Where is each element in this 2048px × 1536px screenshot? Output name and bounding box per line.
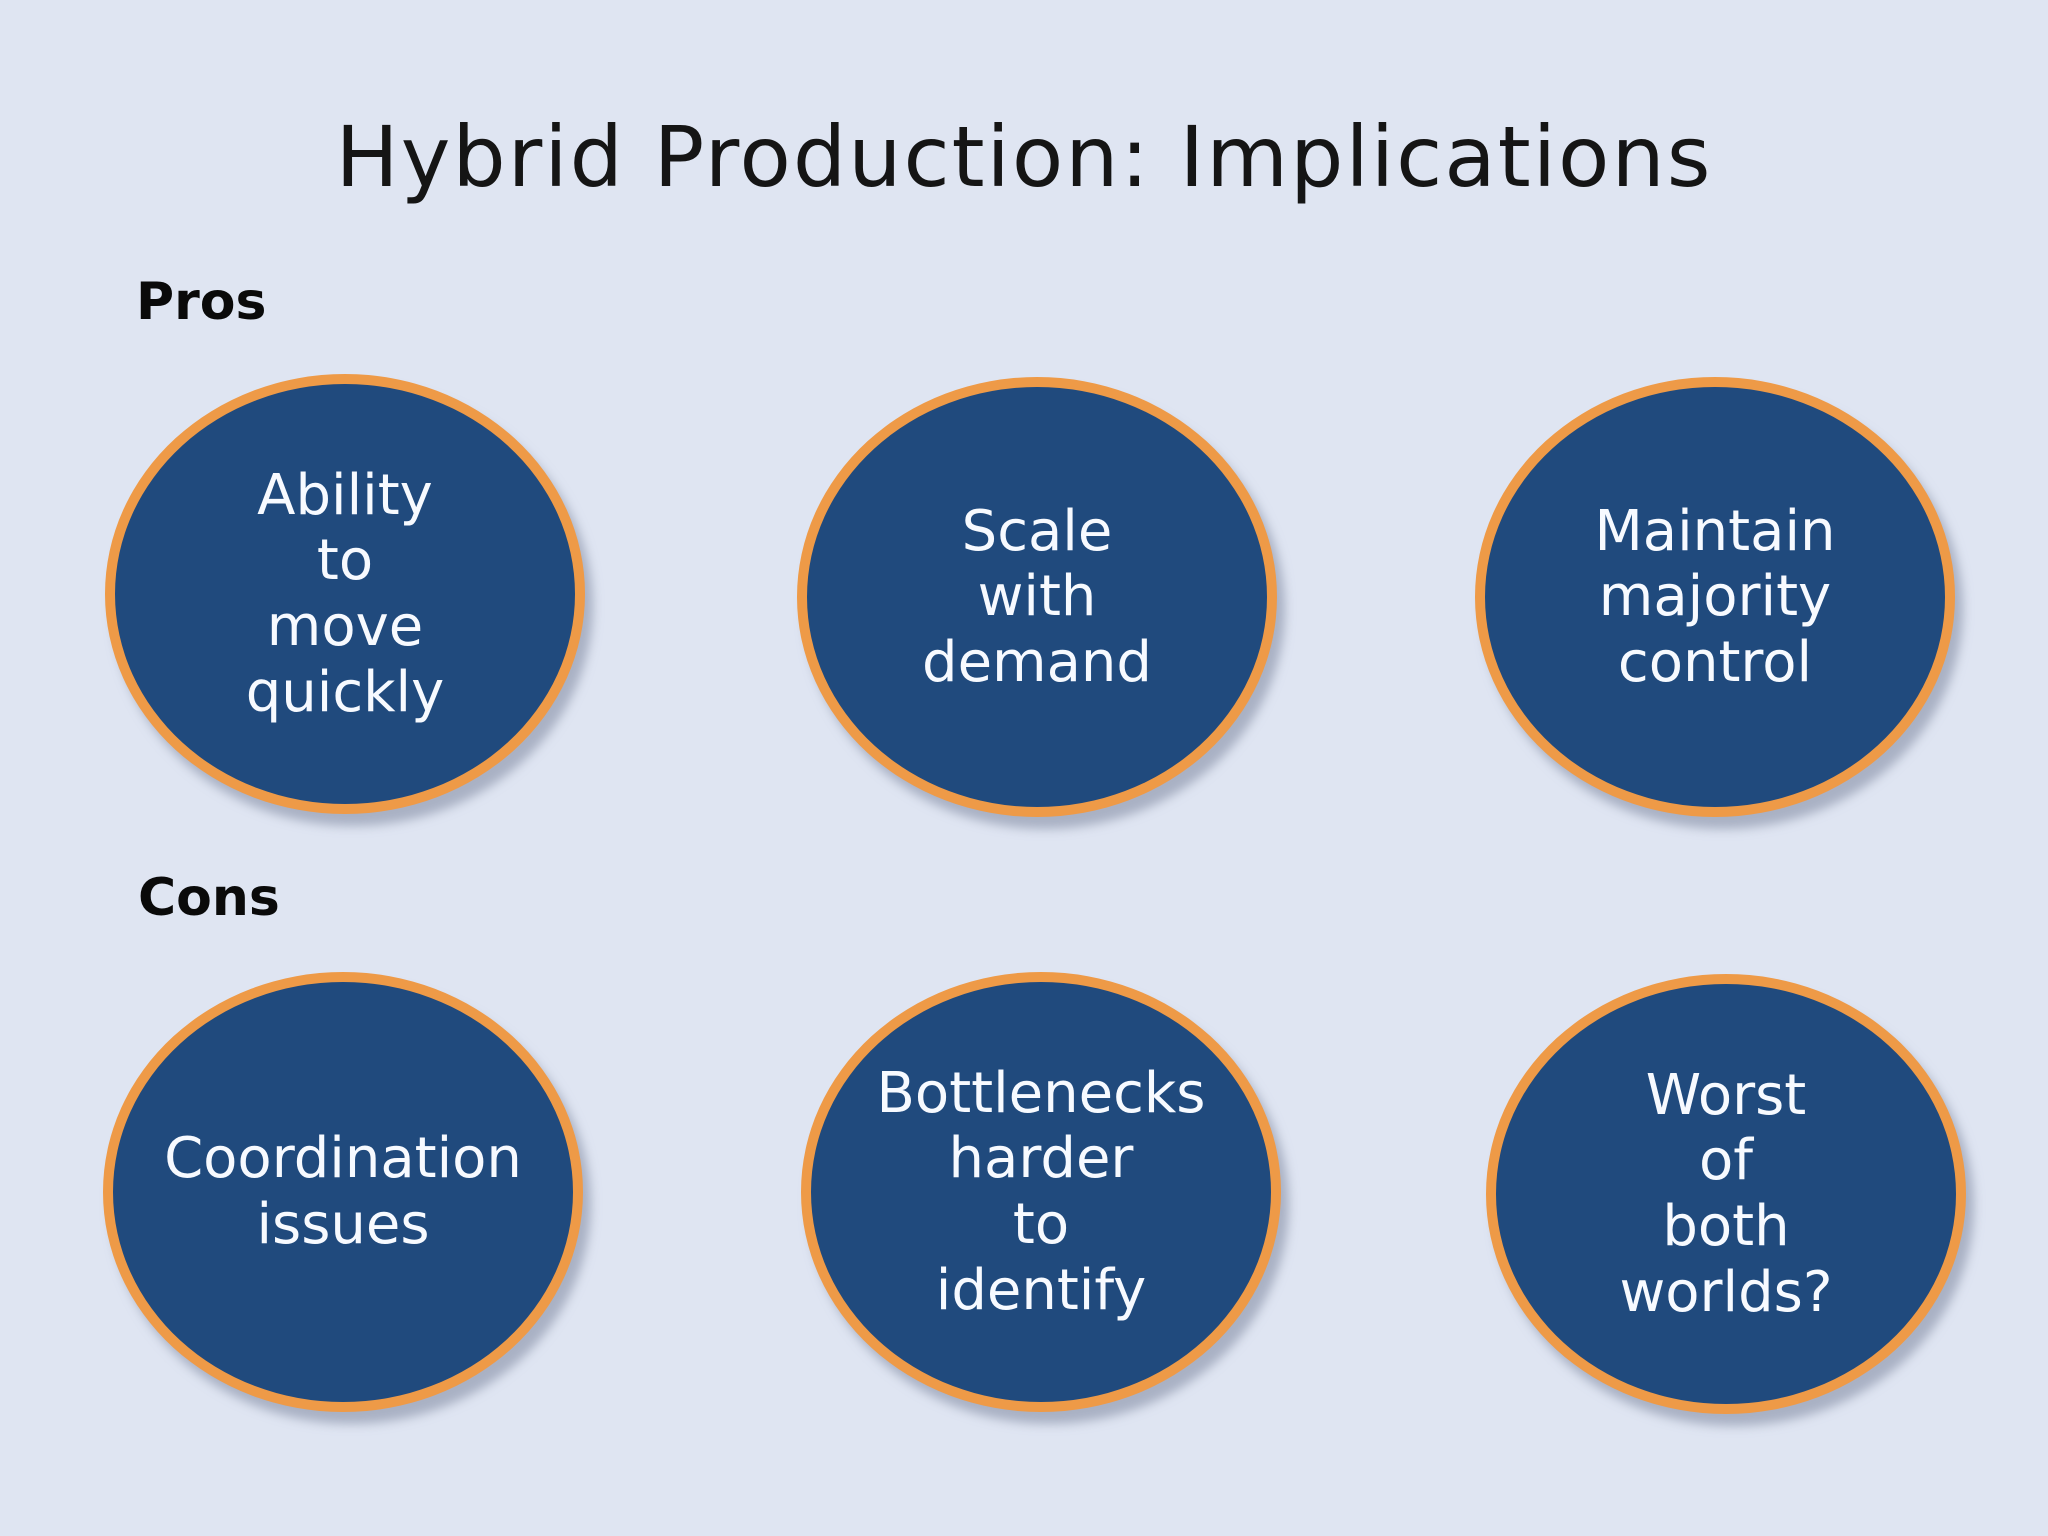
slide-title: Hybrid Production: Implications	[335, 108, 1713, 207]
pros-bubble-3-text: Maintain majority control	[1594, 498, 1836, 695]
pros-bubble-1-text: Ability to move quickly	[245, 462, 445, 725]
pros-bubble-maintain-majority-control: Maintain majority control	[1475, 377, 1955, 817]
pros-bubble-ability-to-move-quickly: Ability to move quickly	[105, 374, 585, 814]
cons-bubble-2-text: Bottlenecks harder to identify	[876, 1060, 1206, 1323]
cons-bubble-coordination-issues: Coordination issues	[103, 972, 583, 1412]
pros-bubble-2-text: Scale with demand	[922, 498, 1152, 695]
pros-section-label: Pros	[136, 272, 267, 332]
cons-bubble-3-text: Worst of both worlds?	[1619, 1062, 1833, 1325]
cons-section-label: Cons	[138, 868, 280, 928]
cons-bubble-worst-of-both-worlds: Worst of both worlds?	[1486, 974, 1966, 1414]
pros-bubble-scale-with-demand: Scale with demand	[797, 377, 1277, 817]
cons-bubble-bottlenecks-harder-to-identify: Bottlenecks harder to identify	[801, 972, 1281, 1412]
cons-bubble-1-text: Coordination issues	[164, 1126, 522, 1257]
